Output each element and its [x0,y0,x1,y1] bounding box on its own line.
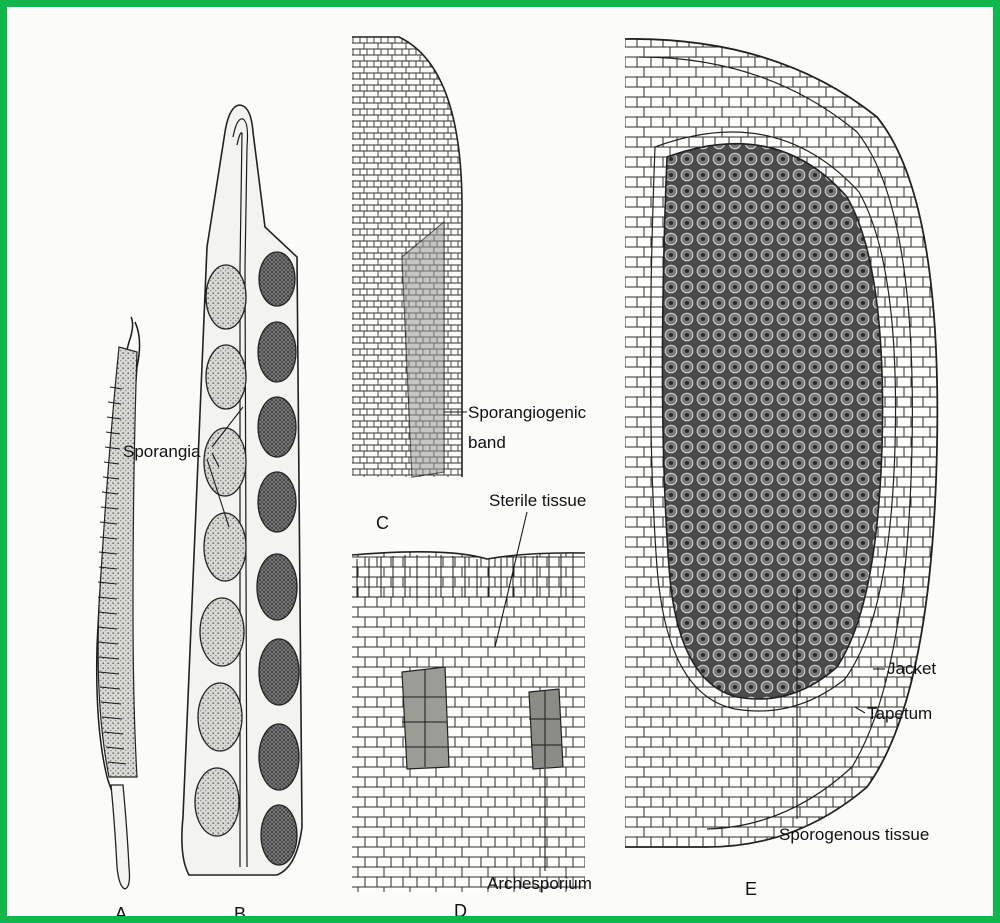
panel-a-label: A [115,904,127,923]
callout-sporogenous-tissue: Sporogenous tissue [779,825,929,844]
panel-e-label: E [745,879,757,899]
panel-c-label: C [376,513,389,533]
callout-tapetum: Tapetum [867,704,932,723]
callout-sporangiogenic-line1: Sporangiogenic [468,403,587,422]
panel-b-label: B [234,904,246,923]
panel-e-sporangium-section [625,35,945,850]
panel-d-label: D [454,901,467,921]
callout-archesporium: Archesporium [487,874,592,893]
panel-a-strobilus-drawing [97,317,140,889]
callout-sporangia: Sporangia [123,442,201,461]
panel-d-tissue-section [352,547,587,897]
callout-sterile-tissue: Sterile tissue [489,491,586,510]
callout-sporangiogenic-line2: band [468,433,506,452]
callout-jacket: Jacket [887,659,936,678]
figure-canvas: A B Sporangia [7,7,1000,923]
panel-c-tissue-section [352,37,467,482]
panel-b-longitudinal-section [182,105,302,875]
